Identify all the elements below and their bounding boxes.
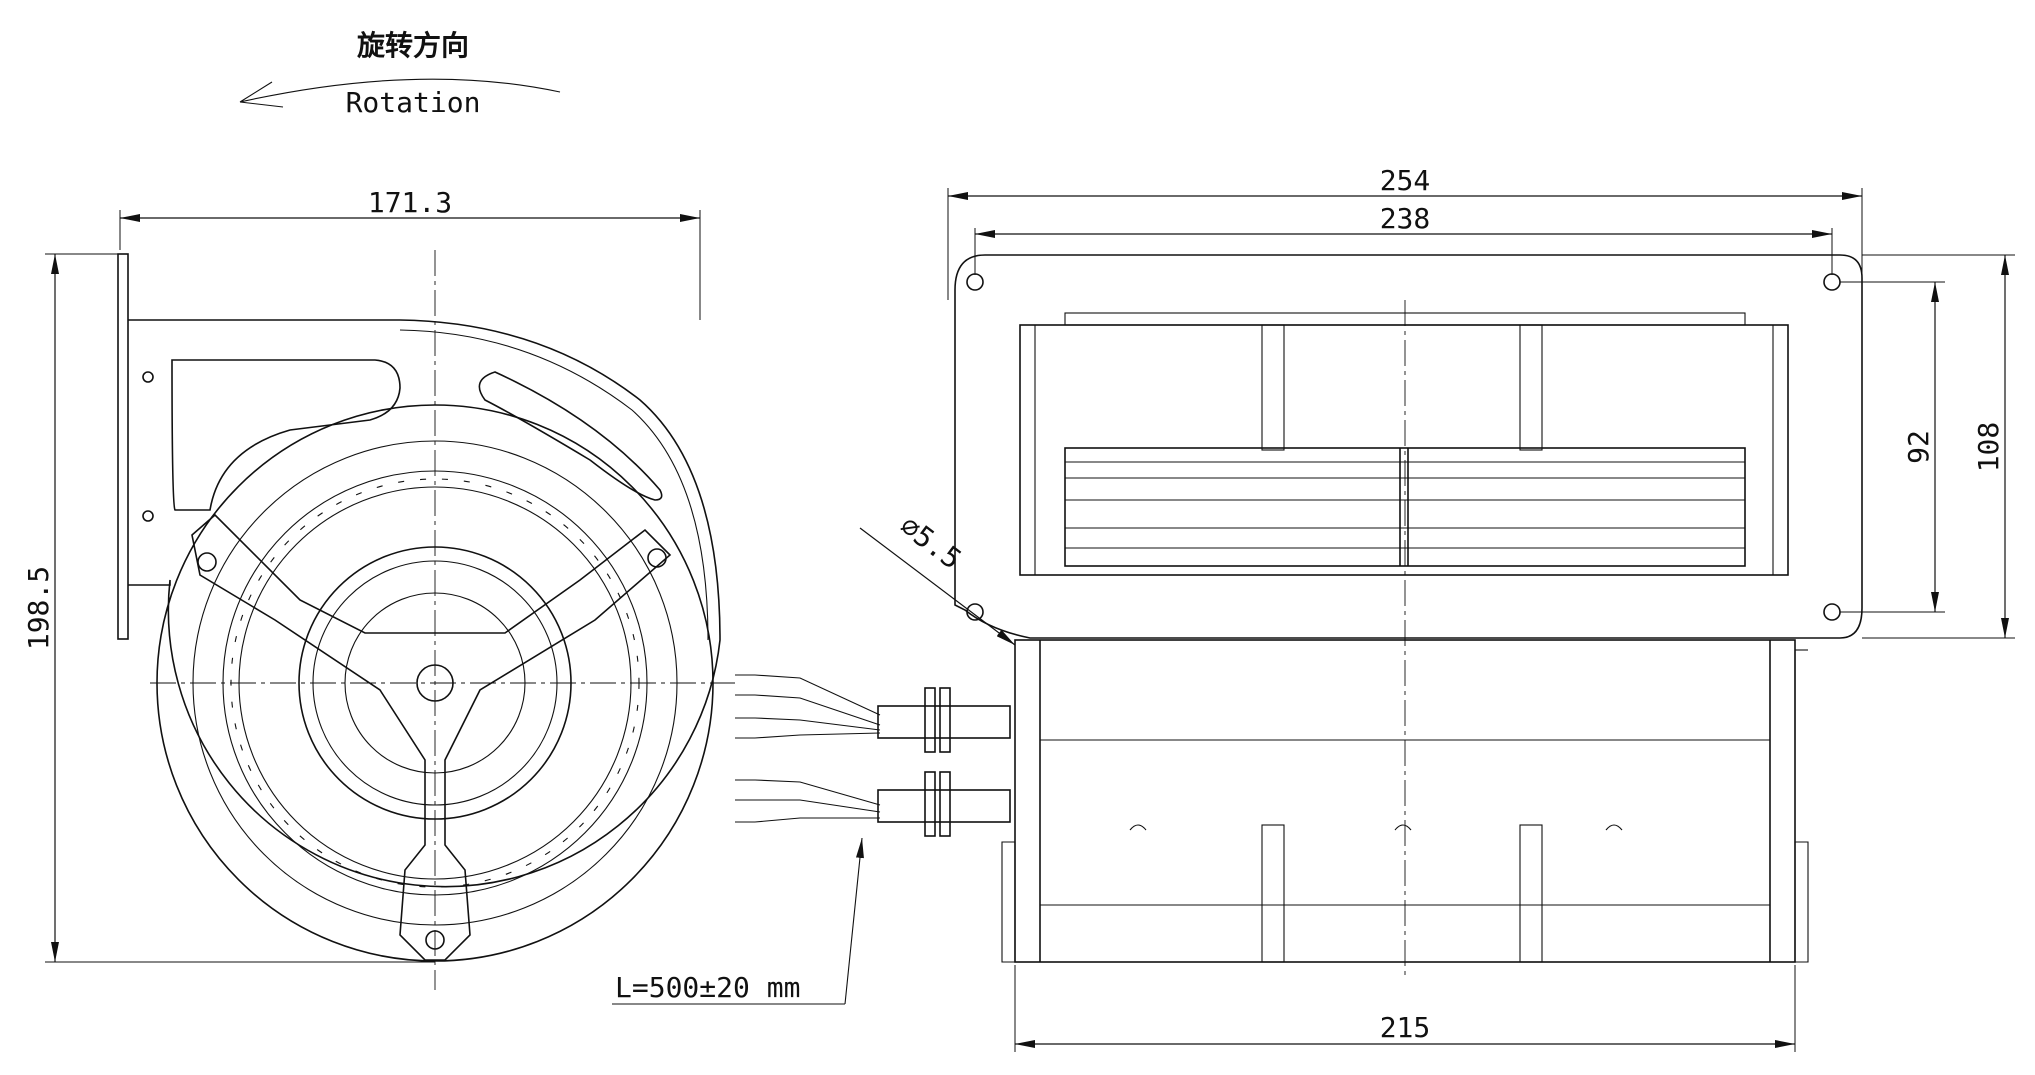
side-dim-overall-width: 254 [947, 164, 1863, 300]
rotation-label-cn: 旋转方向 [357, 29, 469, 62]
side-dim-hole-diameter: ⌀5.5 [859, 509, 1016, 646]
front-bracket-hole-right [647, 548, 667, 568]
side-flange [954, 254, 1863, 639]
side-dim-flange-height: 108 [1862, 254, 2015, 639]
front-view [117, 250, 1011, 990]
side-flange-hole-bl [966, 603, 984, 621]
front-spider-bracket [191, 513, 672, 961]
front-plate-hole-top [142, 371, 154, 383]
front-housing-inner-edge [399, 329, 709, 641]
front-dim-width-value: 171.3 [368, 186, 452, 219]
rotation-indicator: 旋转方向 Rotation [239, 29, 561, 119]
front-housing-outline [128, 319, 721, 888]
front-dim-height: 198.5 [22, 253, 435, 963]
side-dim-hole-spacing-width: 238 [974, 202, 1833, 275]
rotation-arrow [239, 78, 561, 108]
front-dim-width: 171.3 [119, 186, 701, 320]
side-dim-overall-width-value: 254 [1380, 164, 1431, 197]
side-dim-hole-spacing-height-value: 92 [1902, 430, 1935, 464]
side-dim-housing-width-value: 215 [1380, 1011, 1431, 1044]
side-dim-housing-width: 215 [1014, 965, 1796, 1052]
rotation-label-en: Rotation [346, 86, 481, 119]
side-flange-hole-tr [1823, 273, 1841, 291]
side-dim-hole-spacing-height: 92 [1840, 281, 1945, 613]
side-flange-hole-br [1823, 603, 1841, 621]
front-slot-right [478, 371, 663, 501]
front-wire-bundle [735, 674, 1011, 837]
cable-length-callout: L=500±20 mm [612, 837, 864, 1005]
side-flange-hole-tl [966, 273, 984, 291]
side-outlet-opening [1019, 324, 1789, 576]
side-dim-hole-spacing-width-value: 238 [1380, 202, 1431, 235]
side-dim-flange-height-value: 108 [1972, 422, 2005, 473]
side-view [954, 254, 1863, 980]
cable-length-label: L=500±20 mm [615, 971, 800, 1004]
front-mounting-plate [117, 253, 129, 640]
front-slot-left [171, 359, 401, 511]
front-dim-height-value: 198.5 [22, 566, 55, 650]
front-plate-hole-bottom [142, 510, 154, 522]
side-dim-hole-diameter-value: ⌀5.5 [894, 509, 968, 576]
front-bracket-hole-left [197, 552, 217, 572]
